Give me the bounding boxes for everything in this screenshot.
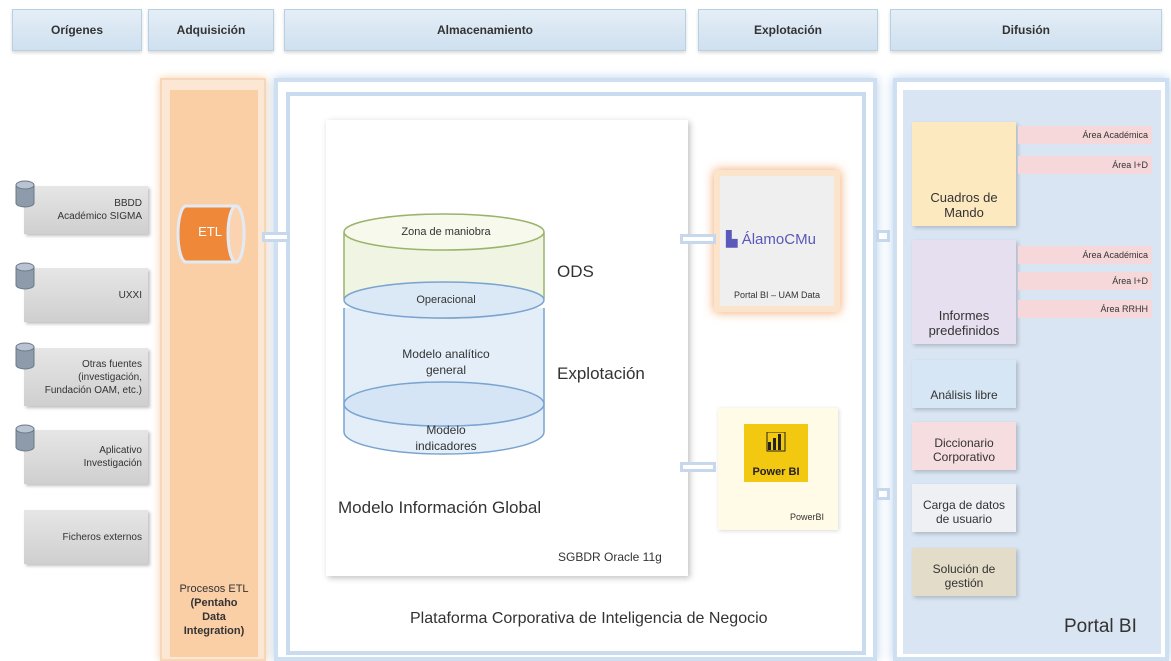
- storage-band-inner: [286, 92, 866, 655]
- label-ods: ODS: [557, 262, 594, 281]
- area-tag: Área I+D: [1018, 156, 1152, 174]
- header-almacenamiento: Almacenamiento: [284, 9, 686, 51]
- area-tag: Área I+D: [1018, 272, 1152, 290]
- etl-caption-line1: Procesos ETL: [179, 583, 249, 595]
- cuadros-de-mando[interactable]: Cuadros de Mando: [912, 122, 1016, 226]
- solucion-gestion[interactable]: Solución de gestión: [912, 548, 1016, 596]
- source-ficheros-externos: Ficheros externos: [24, 510, 148, 564]
- etl-label: ETL: [198, 224, 222, 239]
- source-otras-fuentes: Otras fuentes (investigación, Fundación …: [24, 348, 148, 406]
- header-adquisicion: Adquisición: [148, 9, 274, 51]
- carga-datos-usuario[interactable]: Carga de datos de usuario: [912, 484, 1016, 532]
- etl-caption-line2: (Pentaho: [190, 597, 238, 609]
- source-bbdd-sigma: BBDD Académico SIGMA: [24, 186, 148, 234]
- header-origenes: Orígenes: [12, 9, 142, 51]
- database-icon: [15, 342, 35, 370]
- etl-caption-line3: Data: [202, 611, 226, 623]
- powerbi-logo-tile: [744, 424, 808, 482]
- area-tag: Área Académica: [1018, 126, 1152, 144]
- connector-storage-powerbi: [680, 462, 716, 472]
- connector-dif-top: [876, 230, 890, 242]
- etl-caption-line4: Integration): [183, 625, 245, 637]
- connector-storage-alamo: [680, 234, 716, 244]
- portal-bi-label: Portal BI: [1064, 616, 1137, 637]
- connector-etl-storage: [262, 232, 290, 242]
- solucion-label: Solución de gestión: [932, 562, 996, 590]
- analisis-libre[interactable]: Análisis libre: [912, 360, 1016, 408]
- data-model-cylinders: [343, 213, 545, 455]
- alamo-caption: Portal BI – UAM Data: [733, 290, 821, 300]
- source-aplicativo-investigacion: Aplicativo Investigación: [24, 430, 148, 484]
- etl-cylinder-icon: [176, 204, 246, 264]
- label-operacional: Operacional: [416, 294, 476, 306]
- diccionario-label: Diccionario Corporativo: [932, 436, 996, 464]
- database-icon: [15, 424, 35, 452]
- source-uxxi: UXXI: [24, 268, 148, 322]
- alamo-logo-icon: ▙: [726, 231, 738, 248]
- cuadros-label: Cuadros de Mando: [930, 190, 998, 220]
- label-sgbdr: SGBDR Oracle 11g: [558, 550, 662, 564]
- alamo-logo: ▙ ÁlamoCMu: [726, 230, 816, 248]
- powerbi-caption: PowerBI: [790, 512, 825, 522]
- label-modelo-analitico: Modelo analítico general: [402, 347, 490, 377]
- powerbi-icon: [766, 432, 786, 452]
- alamo-box[interactable]: [720, 176, 834, 306]
- area-tag: Área RRHH: [1018, 300, 1152, 318]
- label-modelo-indicadores: Modelo indicadores: [415, 423, 477, 453]
- analisis-label: Análisis libre: [930, 388, 998, 402]
- database-icon: [15, 180, 35, 208]
- alamo-logo-text: ÁlamoCMu: [741, 231, 816, 248]
- etl-caption: Procesos ETL (Pentaho Data Integration): [162, 582, 266, 638]
- informes-label: Informes predefinidos: [928, 308, 1000, 338]
- header-difusion: Difusión: [890, 9, 1162, 51]
- informes-predefinidos[interactable]: Informes predefinidos: [912, 240, 1016, 344]
- database-icon: [15, 262, 35, 290]
- carga-label: Carga de datos de usuario: [922, 498, 1006, 526]
- header-explotacion: Explotación: [698, 9, 878, 51]
- label-modelo-global: Modelo Información Global: [338, 498, 542, 517]
- label-explotacion: Explotación: [557, 364, 645, 383]
- acquisition-band-inner: [170, 90, 258, 657]
- diccionario-corporativo[interactable]: Diccionario Corporativo: [912, 422, 1016, 470]
- label-platform: Plataforma Corporativa de Inteligencia d…: [410, 610, 768, 627]
- label-zona-maniobra: Zona de maniobra: [401, 226, 491, 238]
- connector-dif-bottom: [876, 488, 890, 500]
- area-tag: Área Académica: [1018, 246, 1152, 264]
- powerbi-logo-text: Power BI: [752, 466, 800, 478]
